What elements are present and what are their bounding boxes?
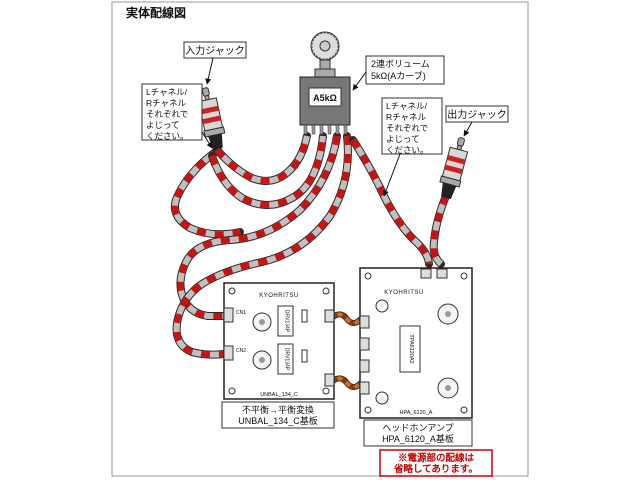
page-title: 実体配線図	[126, 5, 186, 20]
power-note-line1: ※電源部の配線は	[398, 452, 475, 464]
plug-collar	[203, 126, 226, 138]
pot-pin	[303, 124, 308, 135]
unbal-cn1-label: CN1	[236, 310, 246, 316]
unbal-board-id: UNBAL_134_C	[260, 392, 298, 398]
mounting-hole	[322, 287, 330, 295]
twist-note-line: Lチャネル/	[146, 87, 188, 97]
board-hpa: KYOHRITSU TPA6120A2 HPA_6120_A	[359, 267, 473, 419]
volume-label-box	[365, 55, 445, 85]
hpa-caption-line1: ヘッドホンアンプ	[382, 423, 453, 433]
input-jack-label-box	[183, 41, 247, 59]
unbal-cn2-connector	[223, 345, 234, 361]
twist-note-left-box	[141, 83, 203, 141]
ic-drv134-1-label: DRV134P	[284, 310, 290, 333]
volume-label-line2: 5kΩ(Aカーブ)	[371, 70, 426, 81]
hpa-brand: KYOHRITSU	[384, 290, 424, 296]
output-jack-label: 出力ジャック	[447, 108, 507, 121]
hpa-in-connector-1	[359, 315, 370, 329]
input-jack	[198, 87, 226, 150]
plug-sleeve	[441, 182, 457, 200]
plug-red-band	[444, 164, 463, 175]
unbal-caption-line1: 不平衡→平衡変換	[242, 404, 314, 415]
volume-leader-arrow	[352, 71, 367, 91]
pot-bushing	[314, 68, 336, 78]
mounting-hole	[364, 272, 372, 280]
hpa-in-connector-4	[359, 381, 370, 395]
pot-label-plate	[308, 87, 342, 107]
pot-pin	[343, 124, 348, 135]
input-jack-leader-arrow	[205, 57, 214, 85]
mounting-hole	[460, 272, 468, 280]
potentiometer: A5kΩ	[299, 31, 351, 135]
unbal-caption-line2: UNBAL_134_C基板	[238, 415, 318, 426]
pot-pin	[319, 124, 324, 135]
twist-note-mid-box	[381, 97, 443, 155]
pot-marking: A5kΩ	[313, 93, 337, 103]
ic-drv134-2	[277, 343, 294, 375]
input-jack-label: 入力ジャック	[185, 44, 245, 57]
twist-note-line: よじって	[146, 120, 180, 130]
mounting-hole	[228, 387, 236, 395]
plug-red-band	[200, 105, 220, 115]
board-unbal: KYOHRITSU CN1 CN2 DRV134P DRV134P UNBAL_…	[223, 282, 335, 400]
twist-note-line: ください。	[146, 131, 189, 141]
knob-shaft-end	[319, 40, 331, 52]
output-jack-label-box	[445, 105, 509, 123]
output-jack	[439, 137, 469, 200]
pot-pin	[335, 124, 340, 135]
twist-note-line: よじって	[386, 134, 420, 144]
unbal-pcb	[223, 282, 335, 400]
hpa-out-connector-1	[420, 268, 432, 279]
hpa-in-connector-2	[359, 337, 370, 351]
mounting-hole	[364, 406, 372, 414]
capacitor-vent	[259, 319, 265, 325]
capacitor	[375, 299, 389, 313]
twist-note-line: それぞれで	[146, 109, 188, 119]
ic-drv134-1	[277, 305, 294, 337]
hpa-caption-box	[363, 419, 473, 447]
hpa-out-connector-2	[436, 268, 448, 279]
twist-note-mid-arrow	[383, 153, 401, 197]
unbal-out-connector-1	[324, 309, 335, 323]
output-jack-leader-arrow	[463, 121, 473, 137]
ic-tpa6120-label: TPA6120A2	[408, 334, 414, 363]
unbal-cn1-connector	[223, 307, 234, 323]
resistor	[301, 349, 308, 363]
power-note-box	[379, 449, 493, 477]
twist-note-left-arrow	[201, 131, 213, 149]
twist-note-line: Rチャネル	[386, 112, 427, 122]
capacitor-vent	[445, 385, 451, 391]
pot-pin	[311, 124, 316, 135]
twist-note-line: ください。	[386, 145, 429, 155]
hpa-in-connector-3	[359, 359, 370, 373]
twist-note-line: Rチャネル	[146, 98, 187, 108]
mounting-hole	[228, 287, 236, 295]
capacitor	[375, 391, 389, 405]
volume-label-line1: 2連ボリューム	[371, 58, 430, 69]
unbal-cn2-label: CN2	[236, 348, 246, 354]
power-note-line2: 省略してあります。	[393, 463, 478, 475]
twist-note-line: Lチャネル/	[386, 101, 428, 111]
capacitor-vent	[445, 311, 451, 317]
knob-knurl	[311, 32, 339, 60]
hpa-caption-line2: HPA_6120_A基板	[382, 433, 454, 444]
mounting-hole	[460, 406, 468, 414]
unbal-brand: KYOHRITSU	[259, 293, 299, 299]
ic-tpa6120	[399, 325, 421, 373]
resistor	[301, 309, 308, 323]
capacitor-vent	[259, 357, 265, 363]
unbal-caption-box	[221, 401, 335, 429]
ic-drv134-2-label: DRV134P	[284, 348, 290, 371]
plug-red-band	[202, 115, 222, 125]
mounting-hole	[322, 387, 330, 395]
twist-note-line: それぞれで	[386, 123, 428, 133]
plug-red-band	[446, 154, 466, 165]
unbal-out-connector-2	[324, 373, 335, 387]
pot-pin	[327, 124, 332, 135]
hpa-board-id: HPA_6120_A	[400, 410, 433, 416]
